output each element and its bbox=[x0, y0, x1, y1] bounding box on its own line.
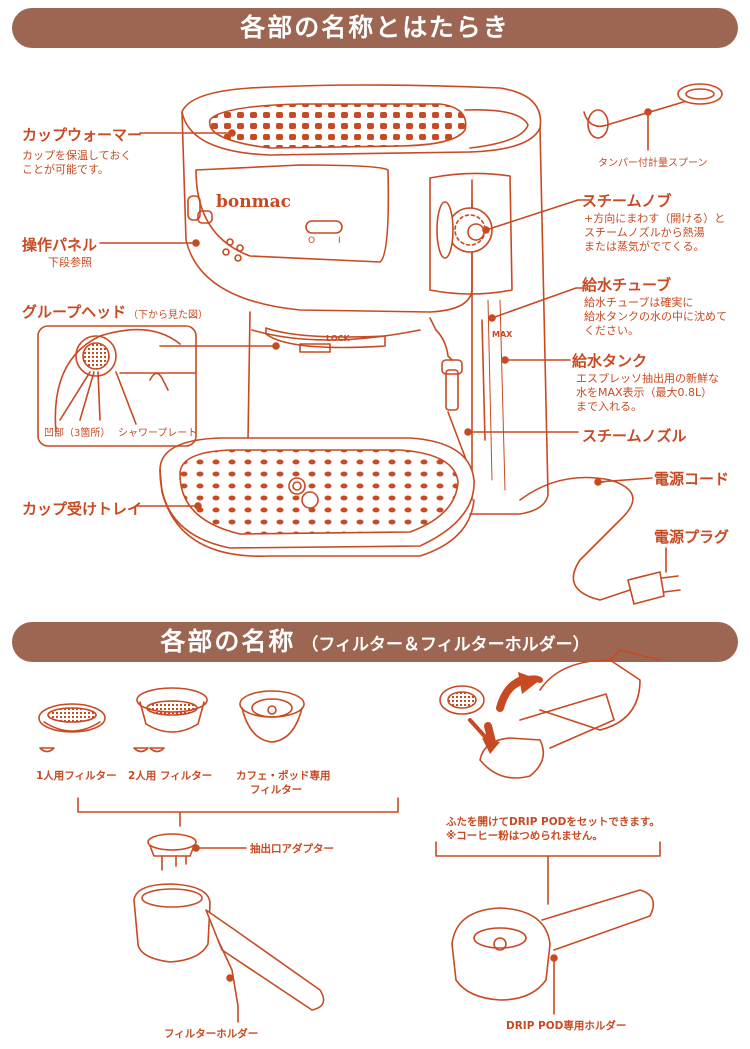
label-filter-holder: フィルターホルダー bbox=[164, 1028, 259, 1040]
desc-control-panel: 下段参照 bbox=[48, 256, 92, 269]
label-water-tube: 給水チューブ bbox=[582, 276, 672, 294]
cup-warmer bbox=[181, 84, 542, 156]
switch-off-mark: O bbox=[308, 236, 316, 246]
label-filter-pod-1: カフェ・ポッド専用 bbox=[236, 770, 331, 782]
label-filter-single: 1人用フィルター bbox=[36, 770, 117, 782]
steam-knob-graphic bbox=[436, 201, 493, 259]
desc-water-tube-3: ください。 bbox=[584, 324, 639, 337]
switch-on-mark: I bbox=[338, 236, 341, 246]
label-shower-plate: シャワープレート bbox=[118, 428, 198, 439]
section-title-filters: 各部の名称（フィルター＆フィルターホルダー） bbox=[12, 622, 738, 662]
desc-cup-warmer-2: ことが可能です。 bbox=[22, 163, 109, 176]
desc-water-tank-1: エスプレッソ抽出用の新鮮な bbox=[576, 372, 719, 385]
label-filter-double: 2人用 フィルター bbox=[128, 770, 213, 782]
desc-steam-knob-3: または蒸気がでてくる。 bbox=[584, 240, 705, 253]
open-arrow-icon bbox=[496, 676, 526, 712]
filter-single-graphic bbox=[38, 703, 106, 753]
machine-body bbox=[181, 111, 549, 515]
tamper-spoon-graphic bbox=[583, 83, 723, 139]
desc-steam-knob-2: スチームノズルから熱湯 bbox=[584, 226, 705, 239]
filter-pod-graphic bbox=[239, 690, 305, 743]
label-cup-tray: カップ受けトレイ bbox=[22, 500, 143, 518]
desc-water-tank-2: 水をMAX表示（最大0.8L） bbox=[576, 386, 713, 399]
power-switch-graphic bbox=[305, 220, 343, 234]
label-tamper-spoon: タンパー付計量スプーン bbox=[598, 158, 708, 169]
cup-tray-graphic bbox=[159, 437, 475, 557]
note-drip-pod-2: ※コーヒー粉はつめられません。 bbox=[446, 830, 603, 842]
brand-logo: bonmac bbox=[216, 192, 291, 212]
panel-knobs-graphic bbox=[187, 195, 244, 262]
power-cord-graphic bbox=[519, 476, 681, 605]
group-head-inset bbox=[37, 325, 197, 447]
label-filter-pod-2: フィルター bbox=[250, 784, 303, 796]
label-adapter: 抽出口アダプター bbox=[250, 843, 334, 855]
adapter-graphic bbox=[147, 833, 247, 871]
section-title-sub: （フィルター＆フィルターホルダー） bbox=[301, 635, 590, 655]
note-drip-pod-1: ふたを開けてDRIP PODをセットできます。 bbox=[446, 816, 660, 828]
desc-cup-warmer-1: カップを保温しておく bbox=[22, 149, 132, 162]
label-cup-warmer: カップウォーマー bbox=[22, 126, 143, 144]
desc-water-tube-2: 給水タンクの水の中に沈めて bbox=[584, 310, 727, 323]
max-mark: MAX bbox=[492, 330, 513, 339]
label-recess: 凹部（3箇所） bbox=[44, 428, 111, 439]
label-drip-pod-holder: DRIP POD専用ホルダー bbox=[506, 1020, 627, 1032]
filter-double-graphic bbox=[133, 687, 208, 753]
section-title-parts: 各部の名称とはたらき bbox=[12, 8, 738, 48]
label-water-tank: 給水タンク bbox=[572, 352, 648, 370]
group-head-graphic bbox=[265, 327, 386, 353]
desc-water-tank-3: まで入れる。 bbox=[576, 400, 642, 413]
drip-pod-hand-graphic bbox=[439, 649, 661, 779]
label-group-head: グループヘッド bbox=[22, 303, 127, 321]
desc-water-tube-1: 給水チューブは確実に bbox=[584, 296, 694, 309]
desc-steam-knob-1: +方向にまわす（開ける）と bbox=[584, 212, 726, 225]
steam-nozzle-graphic bbox=[429, 317, 471, 471]
label-steam-nozzle: スチームノズル bbox=[582, 427, 687, 445]
filter-holder-graphic bbox=[133, 883, 325, 1023]
water-tube-graphic bbox=[481, 319, 486, 441]
label-power-plug: 電源プラグ bbox=[654, 528, 730, 546]
lock-mark: LOCK bbox=[326, 334, 350, 343]
section-title-main: 各部の名称 bbox=[160, 627, 296, 656]
label-steam-knob: スチームノブ bbox=[582, 192, 672, 210]
note-group-head: （下から見た図） bbox=[128, 310, 208, 321]
insert-arrow-icon bbox=[482, 738, 500, 754]
drip-pod-holder-graphic bbox=[451, 889, 655, 1015]
label-power-cord: 電源コード bbox=[654, 470, 730, 488]
label-control-panel: 操作パネル bbox=[22, 236, 98, 254]
